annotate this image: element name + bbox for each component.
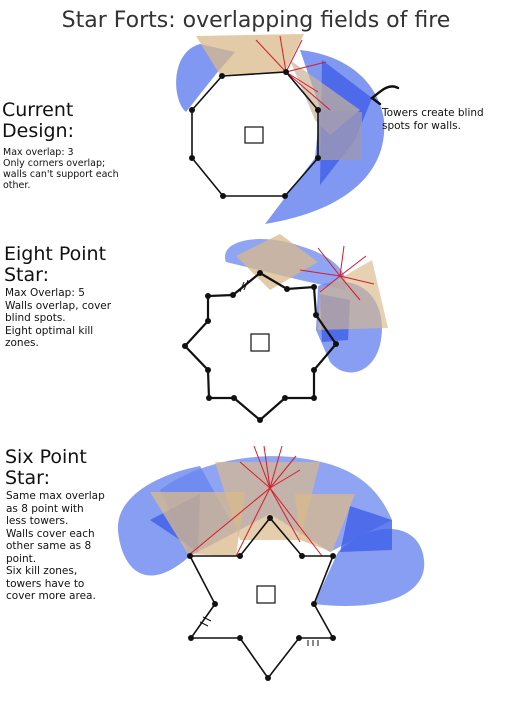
note-line: Same max overlap <box>6 490 105 502</box>
note-line: as 8 point with <box>6 502 84 515</box>
note-line: Max Overlap: 5 <box>5 287 85 299</box>
wall-tick-marks <box>199 616 319 646</box>
six-point-heading: Six Point Star: <box>5 447 87 489</box>
callout-line: Towers create blind <box>382 107 484 119</box>
tower-dots <box>182 270 339 423</box>
eight-point-heading: Eight Point Star: <box>4 244 106 286</box>
heading-line: Star: <box>5 467 51 489</box>
tan-fire-field-2 <box>215 462 320 540</box>
octagon-wall <box>191 71 319 197</box>
blue-field-right <box>314 528 425 607</box>
note-line: towers have to <box>6 577 85 590</box>
heading-line: Design: <box>2 120 75 142</box>
heading-line: Current <box>2 99 74 121</box>
tan-fire-field-2 <box>318 260 388 330</box>
note-line: Walls cover each <box>6 527 95 540</box>
note-line: Only corners overlap; <box>3 158 106 169</box>
callout-line: spots for walls. <box>382 119 461 132</box>
note-line: other same as 8 <box>6 540 92 552</box>
keep-square <box>250 333 270 352</box>
six-point-notes: Same max overlap as 8 point with less to… <box>6 490 105 603</box>
grey-field <box>318 110 362 160</box>
note-line: zones. <box>5 337 39 349</box>
note-line: Max overlap: 3 <box>3 147 74 158</box>
callout-arrow <box>369 85 400 106</box>
current-design-heading: Current Design: <box>2 100 74 142</box>
eight-point-notes: Max Overlap: 5 Walls overlap, cover blin… <box>5 287 111 350</box>
tower-dots <box>189 69 321 199</box>
keep-square <box>244 126 264 144</box>
heading-line: Star: <box>4 264 50 286</box>
current-design-figure <box>176 34 400 224</box>
blind-spot-callout: Towers create blind spots for walls. <box>382 107 484 132</box>
note-line: cover more area. <box>6 590 96 602</box>
note-line: Eight optimal kill <box>5 324 94 337</box>
heading-line: Eight Point <box>4 243 107 265</box>
note-line: Walls overlap, cover <box>5 299 112 312</box>
current-design-notes: Max overlap: 3 Only corners overlap; wal… <box>3 147 119 191</box>
note-line: Six kill zones, <box>6 565 78 577</box>
tan-fire-field-1 <box>196 34 304 75</box>
note-line: other. <box>3 180 31 191</box>
note-line: walls can't support each <box>3 169 119 180</box>
page-title: Star Forts: overlapping fields of fire <box>61 8 451 33</box>
tan-fire-field-1 <box>150 492 245 556</box>
keep-square <box>256 585 276 604</box>
note-line: blind spots. <box>5 312 66 324</box>
dark-blue-field-right <box>340 506 392 552</box>
six-point-figure <box>117 445 425 681</box>
fire-lines <box>189 445 323 557</box>
tan-fire-field-3 <box>295 494 355 552</box>
wall-tick-marks <box>239 279 249 293</box>
tower-dots <box>187 515 336 681</box>
note-line: less towers. <box>6 515 69 527</box>
note-line: point. <box>6 552 37 565</box>
heading-line: Six Point <box>5 446 87 468</box>
eight-point-figure <box>182 234 388 423</box>
fire-lines <box>299 245 375 301</box>
